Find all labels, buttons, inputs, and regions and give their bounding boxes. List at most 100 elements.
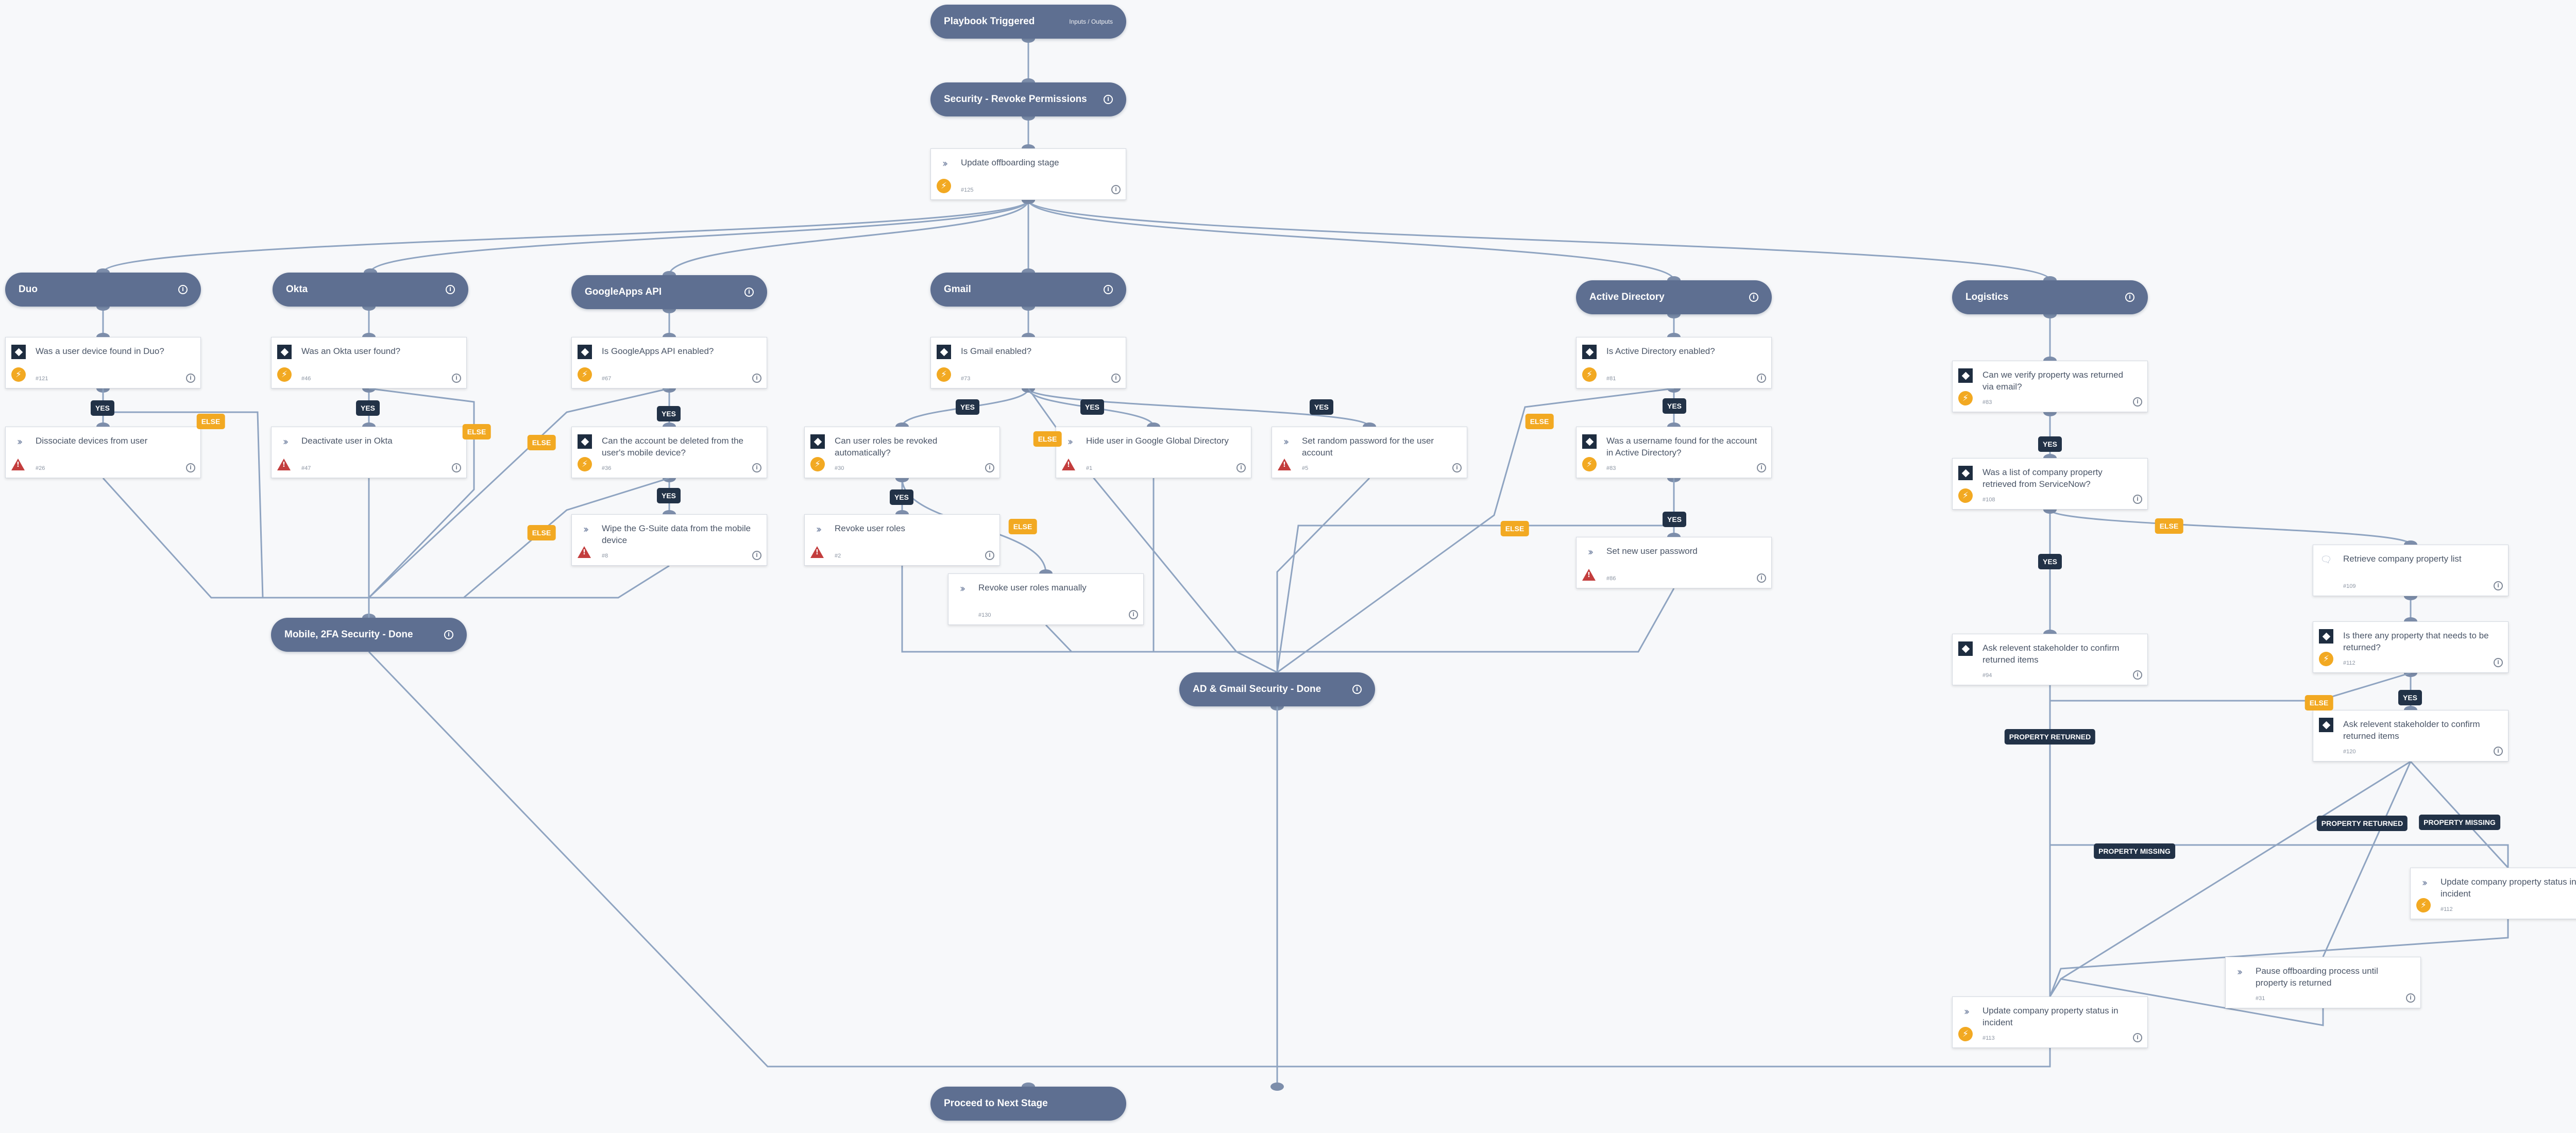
condition-badge[interactable]: PROPERTY MISSING [2419, 815, 2500, 830]
info-icon[interactable]: i [1104, 285, 1113, 294]
info-icon[interactable]: i [452, 463, 461, 472]
info-icon[interactable]: i [186, 374, 195, 383]
ad-gmail-security-done-node[interactable]: AD & Gmail Security - Done i [1179, 672, 1375, 706]
duo-section-node[interactable]: Duo i [5, 273, 201, 307]
info-icon[interactable]: i [1111, 185, 1121, 194]
log-pause-task[interactable]: ››Pause offboarding process until proper… [2225, 957, 2421, 1008]
info-icon[interactable]: i [1757, 463, 1766, 472]
mobile-2fa-security-done-node[interactable]: Mobile, 2FA Security - Done i [271, 618, 467, 652]
info-icon[interactable]: i [1236, 463, 1246, 472]
condition-badge[interactable]: YES [2038, 554, 2062, 569]
info-icon[interactable]: i [178, 285, 188, 294]
condition-badge[interactable]: YES [955, 399, 980, 415]
condition-badge[interactable]: YES [656, 406, 681, 421]
info-icon[interactable]: i [1111, 374, 1121, 383]
condition-badge[interactable]: YES [355, 400, 380, 416]
inputs-outputs-link[interactable]: Inputs / Outputs [1069, 18, 1113, 25]
log-update-status-2-task[interactable]: ››Update company property status in inci… [1952, 996, 2148, 1048]
info-icon[interactable]: i [2133, 670, 2142, 680]
info-icon[interactable]: i [1749, 293, 1758, 302]
info-icon[interactable]: i [2133, 495, 2142, 504]
info-icon[interactable]: i [1352, 685, 1362, 694]
condition-badge[interactable]: YES [2398, 690, 2422, 705]
condition-badge[interactable]: YES [2038, 436, 2062, 452]
else-badge[interactable]: ELSE [2155, 518, 2183, 534]
gapps-delete-q-task[interactable]: Can the account be deleted from the user… [571, 427, 767, 478]
info-icon[interactable]: i [1757, 573, 1766, 583]
log-any-q-task[interactable]: Is there any property that needs to be r… [2313, 621, 2509, 673]
gmail-section-node[interactable]: Gmail i [930, 273, 1126, 307]
else-badge[interactable]: ELSE [1008, 519, 1037, 534]
condition-badge[interactable]: YES [1662, 512, 1687, 527]
else-badge[interactable]: ELSE [2304, 695, 2333, 711]
condition-badge[interactable]: PROPERTY RETURNED [2004, 729, 2096, 745]
playbook-triggered-node[interactable]: Playbook Triggered Inputs / Outputs [930, 5, 1126, 39]
active-directory-section-node[interactable]: Active Directory i [1576, 280, 1772, 314]
info-icon[interactable]: i [2406, 993, 2415, 1003]
info-icon[interactable]: i [186, 463, 195, 472]
gapps-wipe-task[interactable]: ››Wipe the G-Suite data from the mobile … [571, 514, 767, 566]
condition-badge[interactable]: PROPERTY RETURNED [2316, 816, 2408, 831]
info-icon[interactable]: i [444, 630, 453, 639]
proceed-to-next-stage-node[interactable]: Proceed to Next Stage [930, 1087, 1126, 1121]
googleapps-api-section-node[interactable]: GoogleApps API i [571, 275, 767, 309]
condition-badge[interactable]: YES [1309, 399, 1334, 415]
else-badge[interactable]: ELSE [1525, 414, 1554, 429]
else-badge[interactable]: ELSE [1500, 521, 1529, 536]
else-badge[interactable]: ELSE [527, 525, 556, 540]
condition-badge[interactable]: YES [656, 488, 681, 503]
info-icon[interactable]: i [744, 288, 754, 297]
gmail-hide-task[interactable]: ››Hide user in Google Global Directory!#… [1056, 427, 1251, 478]
log-ask-1-task[interactable]: Ask relevent stakeholder to confirm retu… [1952, 634, 2148, 685]
condition-badge[interactable]: YES [889, 489, 914, 505]
condition-badge[interactable]: YES [1080, 399, 1105, 415]
else-badge[interactable]: ELSE [527, 435, 556, 450]
log-verify-q-task[interactable]: Can we verify property was returned via … [1952, 361, 2148, 412]
info-icon[interactable]: i [752, 551, 761, 560]
condition-badge[interactable]: YES [90, 400, 115, 416]
info-icon[interactable]: i [2494, 747, 2503, 756]
info-icon[interactable]: i [752, 374, 761, 383]
info-icon[interactable]: i [985, 463, 994, 472]
log-ask-2-task[interactable]: Ask relevent stakeholder to confirm retu… [2313, 710, 2509, 762]
info-icon[interactable]: i [2494, 658, 2503, 667]
info-icon[interactable]: i [752, 463, 761, 472]
info-icon[interactable]: i [2133, 397, 2142, 407]
info-icon[interactable]: i [1104, 95, 1113, 104]
connector-port[interactable] [1270, 1083, 1284, 1091]
condition-badge[interactable]: PROPERTY MISSING [2094, 843, 2175, 859]
gmail-roles-q-task[interactable]: Can user roles be revoked automatically?… [804, 427, 1000, 478]
info-icon[interactable]: i [1757, 374, 1766, 383]
gmail-random-pw-task[interactable]: ››Set random password for the user accou… [1272, 427, 1467, 478]
info-icon[interactable]: i [1129, 610, 1138, 619]
logistics-section-node[interactable]: Logistics i [1952, 280, 2148, 314]
condition-badge[interactable]: YES [1662, 398, 1687, 414]
okta-section-node[interactable]: Okta i [273, 273, 468, 307]
else-badge[interactable]: ELSE [462, 424, 491, 439]
log-list-q-task[interactable]: Was a list of company property retrieved… [1952, 458, 2148, 510]
info-icon[interactable]: i [985, 551, 994, 560]
info-icon[interactable]: i [452, 374, 461, 383]
info-icon[interactable]: i [1452, 463, 1462, 472]
ad-username-q-task[interactable]: Was a username found for the account in … [1576, 427, 1772, 478]
info-icon[interactable]: i [2125, 293, 2134, 302]
else-badge[interactable]: ELSE [196, 414, 225, 429]
info-icon[interactable]: i [2494, 581, 2503, 590]
log-update-status-1-task[interactable]: ››Update company property status in inci… [2410, 868, 2576, 919]
info-icon[interactable]: i [446, 285, 455, 294]
security-revoke-permissions-node[interactable]: Security - Revoke Permissions i [930, 82, 1126, 116]
info-icon[interactable]: i [2133, 1033, 2142, 1042]
